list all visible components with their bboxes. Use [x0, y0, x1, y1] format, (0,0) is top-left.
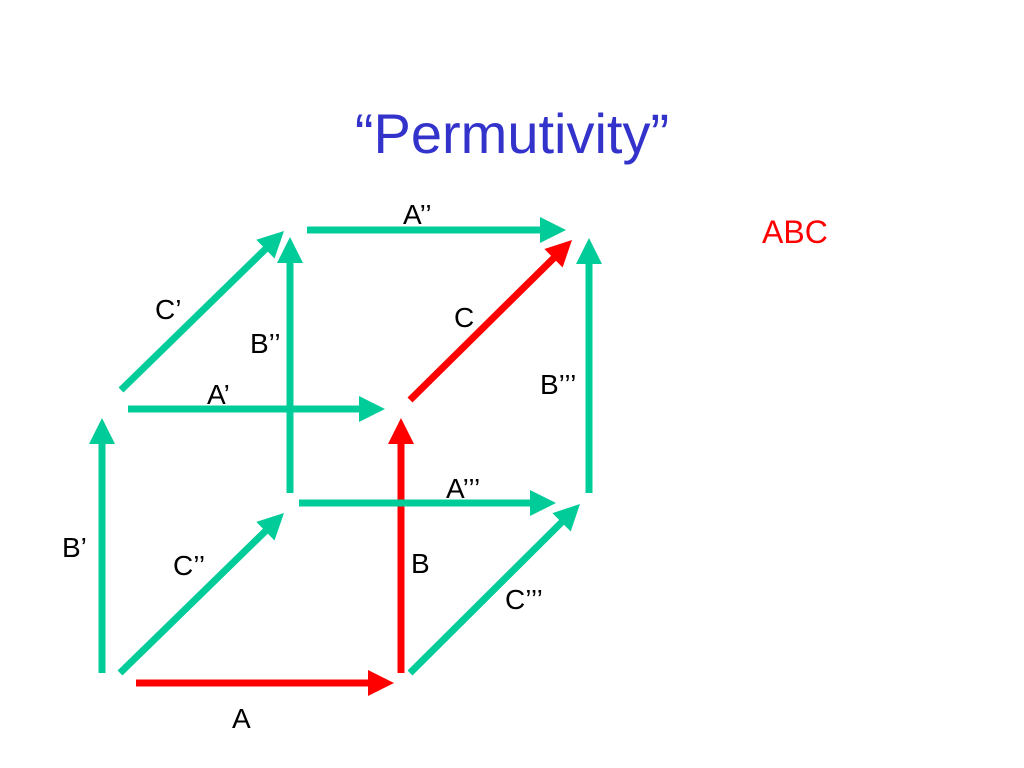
edge-label-C-triple-prime: C’’’	[505, 584, 543, 615]
arrow-C1	[118, 231, 284, 393]
edge-label-A-prime: A’	[207, 379, 230, 410]
page-title: “Permutivity”	[354, 102, 670, 165]
arrow-head-B3	[576, 238, 602, 264]
arrow-head-A2	[540, 217, 566, 243]
arrow-head-C	[544, 240, 572, 268]
edge-label-C: C	[454, 302, 475, 333]
arrow-head-C1	[256, 231, 284, 259]
arrow-B1	[89, 418, 115, 673]
arrow-head-B1	[89, 418, 115, 444]
arrow-head-A3	[530, 490, 556, 516]
arrow-A2	[307, 217, 566, 243]
arrow-shaft-C	[407, 254, 558, 403]
edge-label-B: B	[411, 548, 430, 579]
arrow-B	[388, 418, 414, 673]
arrow-A	[136, 670, 394, 696]
edge-label-C-prime: C’	[155, 294, 182, 325]
arrow-shaft-C3	[407, 518, 566, 676]
arrow-A3	[299, 490, 556, 516]
arrow-head-B	[388, 418, 414, 444]
edge-label-A-double-prime: A’’	[403, 199, 432, 230]
edge-label-B-prime: B’	[62, 532, 87, 563]
arrow-head-B2	[277, 237, 303, 263]
edge-label-A: A	[232, 703, 251, 734]
arrow-head-C2	[256, 513, 284, 541]
arrow-head-C3	[552, 504, 580, 532]
arrow-B2	[277, 237, 303, 493]
arrow-shaft-C1	[118, 245, 270, 393]
arrow-head-A1	[359, 396, 385, 422]
result-label: ABC	[762, 214, 828, 250]
edge-label-B-double-prime: B’’	[250, 328, 281, 359]
edge-label-C-double-prime: C’’	[173, 550, 206, 581]
arrow-head-A	[368, 670, 394, 696]
edge-label-B-triple-prime: B’’’	[540, 369, 577, 400]
arrow-A1	[128, 396, 385, 422]
arrow-C	[407, 240, 572, 403]
edge-label-A-triple-prime: A’’’	[446, 473, 481, 504]
arrow-C2	[117, 513, 284, 676]
arrow-shaft-C2	[117, 527, 270, 676]
arrow-B3	[576, 238, 602, 493]
arrow-C3	[407, 504, 580, 676]
